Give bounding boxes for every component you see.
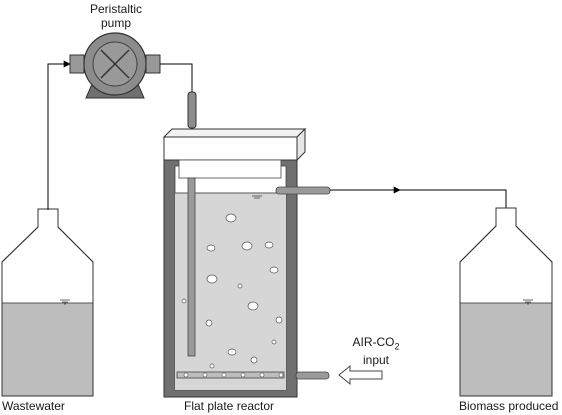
pump-label: Peristaltic pump (72, 2, 160, 30)
gas-bubbles (181, 213, 283, 369)
sparger (176, 371, 285, 379)
air-co2-subscript: 2 (394, 341, 400, 352)
water-level-marker (60, 299, 70, 305)
air-inlet-port (295, 371, 330, 380)
biomass-liquid (460, 303, 552, 396)
air-co2-prefix: AIR-CO (352, 335, 395, 349)
wastewater-bottle (1, 208, 94, 397)
air-input-arrow-icon (338, 364, 383, 386)
biomass-bottle (459, 207, 553, 397)
biomass-label: Biomass produced (459, 399, 559, 413)
dip-tube (187, 177, 196, 357)
pump-label-line1: Peristaltic (89, 2, 142, 16)
wastewater-liquid (2, 303, 93, 396)
peristaltic-pump (69, 32, 161, 99)
outlet-port (275, 186, 331, 195)
air-input-label: input (362, 353, 390, 368)
air-co2-label: AIR-CO2 input (340, 335, 412, 367)
feed-tube (47, 60, 71, 210)
wastewater-label: Wastewater (2, 399, 65, 413)
reactor-label: Flat plate reactor (184, 399, 275, 413)
inlet-port (187, 91, 197, 129)
pump-outlet-tube (160, 63, 193, 92)
flat-plate-reactor (162, 127, 307, 398)
pump-label-line2: pump (100, 16, 132, 30)
